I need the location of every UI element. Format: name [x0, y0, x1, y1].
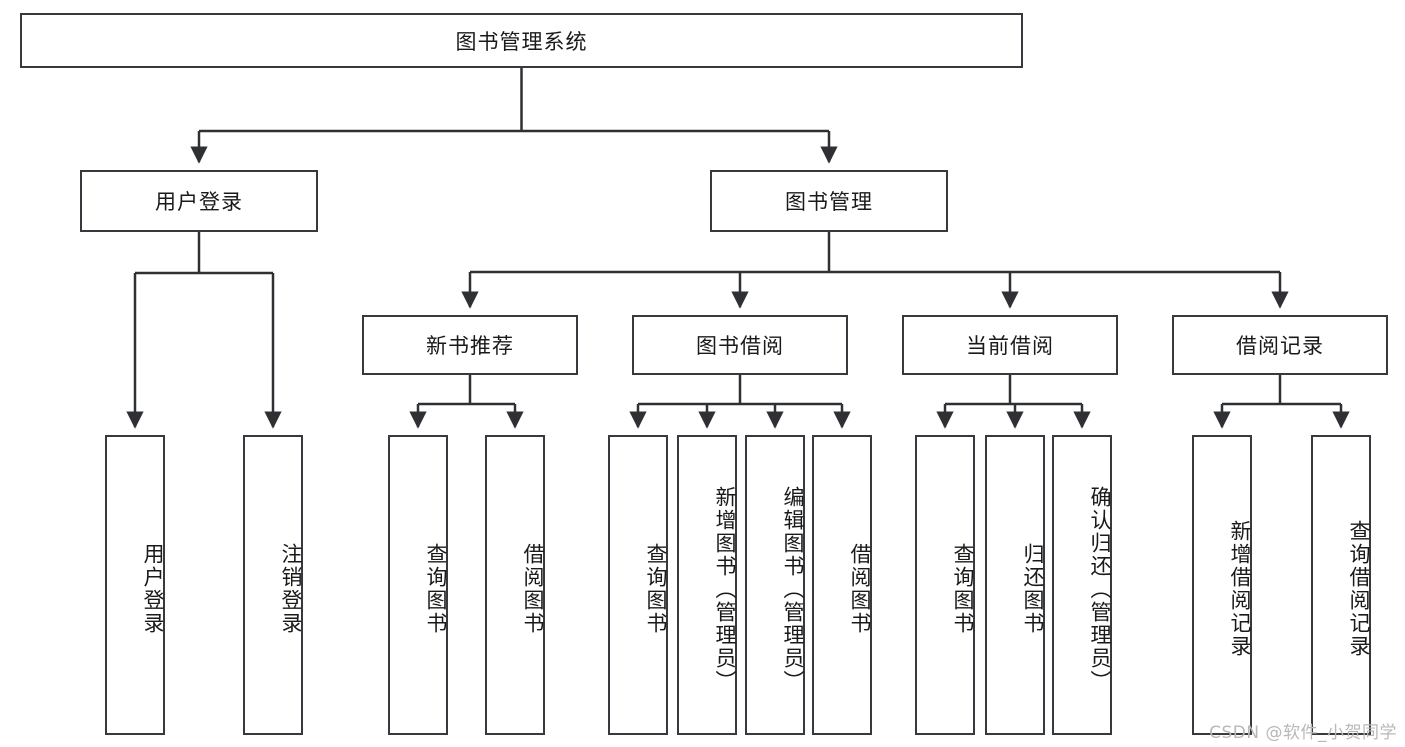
node-new-book-rec-label: 新书推荐 — [426, 334, 514, 358]
leaf-query-book-3-label: 查询图书 — [951, 543, 975, 635]
node-book-borrow-label: 图书借阅 — [696, 334, 784, 358]
node-book-manage[interactable]: 图书管理 — [710, 170, 948, 232]
leaf-logout[interactable]: 注销登录 — [243, 435, 303, 735]
node-root[interactable]: 图书管理系统 — [20, 13, 1023, 68]
leaf-confirm-return[interactable]: 确认归还（管理员） — [1052, 435, 1112, 735]
leaf-query-book-3[interactable]: 查询图书 — [915, 435, 975, 735]
leaf-query-record[interactable]: 查询借阅记录 — [1311, 435, 1371, 735]
leaf-user-login[interactable]: 用户登录 — [105, 435, 165, 735]
leaf-add-record-label: 新增借阅记录 — [1228, 520, 1252, 658]
node-user-login[interactable]: 用户登录 — [80, 170, 318, 232]
leaf-add-record[interactable]: 新增借阅记录 — [1192, 435, 1252, 735]
leaf-query-record-label: 查询借阅记录 — [1347, 520, 1371, 658]
leaf-query-book-2-label: 查询图书 — [644, 543, 668, 635]
leaf-query-book-2[interactable]: 查询图书 — [608, 435, 668, 735]
leaf-borrow-book-2-label: 借阅图书 — [848, 543, 872, 635]
leaf-logout-label: 注销登录 — [279, 543, 303, 635]
leaf-query-book-1-label: 查询图书 — [424, 543, 448, 635]
node-current-borrow-label: 当前借阅 — [966, 334, 1054, 358]
leaf-borrow-book-1[interactable]: 借阅图书 — [485, 435, 545, 735]
node-book-manage-label: 图书管理 — [785, 190, 873, 214]
watermark: CSDN @软件_小贺同学 — [1209, 723, 1397, 743]
leaf-return-book-label: 归还图书 — [1021, 543, 1045, 635]
leaf-add-book[interactable]: 新增图书（管理员） — [677, 435, 737, 735]
leaf-borrow-book-1-label: 借阅图书 — [521, 543, 545, 635]
leaf-borrow-book-2[interactable]: 借阅图书 — [812, 435, 872, 735]
node-borrow-record-label: 借阅记录 — [1236, 334, 1324, 358]
leaf-user-login-label: 用户登录 — [141, 543, 165, 635]
leaf-query-book-1[interactable]: 查询图书 — [388, 435, 448, 735]
node-book-borrow[interactable]: 图书借阅 — [632, 315, 848, 375]
node-user-login-label: 用户登录 — [155, 190, 243, 214]
node-borrow-record[interactable]: 借阅记录 — [1172, 315, 1388, 375]
node-root-label: 图书管理系统 — [455, 29, 588, 54]
node-new-book-rec[interactable]: 新书推荐 — [362, 315, 578, 375]
leaf-confirm-return-label: 确认归还（管理员） — [1088, 485, 1112, 693]
leaf-add-book-label: 新增图书（管理员） — [713, 485, 737, 693]
leaf-edit-book-label: 编辑图书（管理员） — [781, 485, 805, 693]
node-current-borrow[interactable]: 当前借阅 — [902, 315, 1118, 375]
leaf-edit-book[interactable]: 编辑图书（管理员） — [745, 435, 805, 735]
leaf-return-book[interactable]: 归还图书 — [985, 435, 1045, 735]
